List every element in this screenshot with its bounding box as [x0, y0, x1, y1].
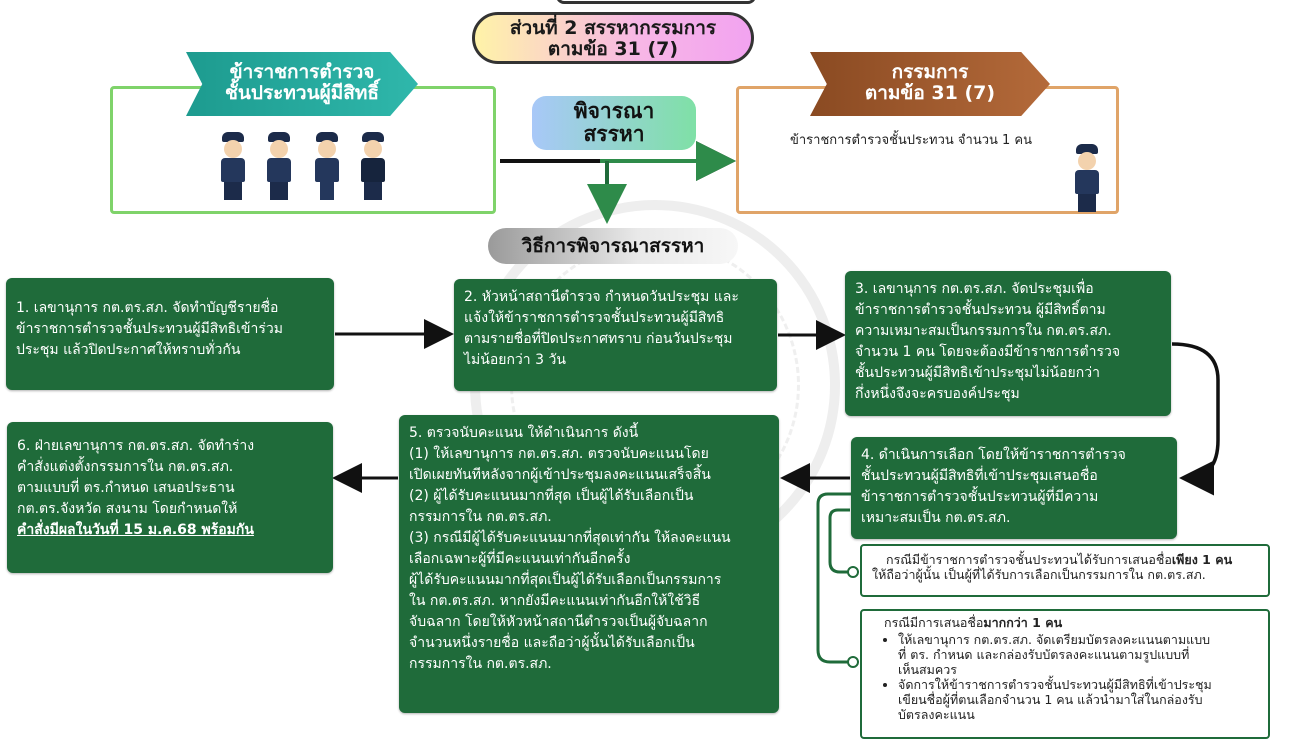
- case2-bullet1-line: ที่ ตร. กำหนด และกล่องรับบัตรลงคะแนนตามร…: [898, 647, 1190, 662]
- step-4-line: ชั้นประทวนผู้มีสิทธิที่เข้าประชุมเสนอชื่…: [861, 468, 1098, 484]
- step-6-box: 6. ฝ่ายเลขานุการ กต.ตร.สภ. จัดทำร่าง คำส…: [7, 422, 333, 573]
- step-5-line: กรรมการใน กต.ตร.สภ.: [409, 656, 552, 672]
- step-2-line: แจ้งให้ข้าราชการตำรวจชั้นประทวนผู้มีสิทธ…: [464, 310, 725, 326]
- case-bracket-outer: [816, 492, 862, 664]
- case2-bullets: ให้เลขานุการ กต.ตร.สภ. จัดเตรียมบัตรลงคะ…: [884, 632, 1262, 722]
- connector-lines: [332, 141, 1220, 668]
- section-title-line1: ส่วนที่ 2 สรรหากรรมการ: [509, 17, 717, 39]
- eligible-banner-line2: ชั้นประทวนผู้มีสิทธิ์: [225, 82, 379, 104]
- step-6-line: คำสั่งแต่งตั้งกรรมการใน กต.ตร.สภ.: [17, 459, 234, 475]
- case2-bullet1-line: เห็นสมควร: [898, 662, 958, 677]
- committee-banner-line1: กรรมการ: [891, 61, 969, 83]
- step-5-line: 5. ตรวจนับคะแนน ให้ดำเนินการ ดังนี้: [409, 425, 639, 441]
- step-3-box: 3. เลขานุการ กต.ตร.สภ. จัดประชุมเพื่อ ข้…: [845, 271, 1171, 416]
- step-1-line: 1. เลขานุการ กต.ตร.สภ. จัดทำบัญชีรายชื่อ: [16, 300, 279, 316]
- step-5-line: (2) ผู้ได้รับคะแนนมากที่สุด เป็นผู้ได้รั…: [409, 488, 694, 504]
- police-officer-standing-icon: [358, 124, 388, 200]
- step-5-line: กรรมการใน กต.ตร.สภ.: [409, 509, 552, 525]
- section-title: ส่วนที่ 2 สรรหากรรมการ ตามข้อ 31 (7): [472, 12, 754, 64]
- step-3-line: 3. เลขานุการ กต.ตร.สภ. จัดประชุมเพื่อ: [855, 281, 1094, 297]
- step-5-line: เลือกเฉพาะผู้ที่มีคะแนนเท่ากันอีกครั้ง: [409, 551, 631, 567]
- case-multiple-nominees: กรณีมีการเสนอชื่อมากกว่า 1 คน ให้เลขานุก…: [860, 609, 1270, 739]
- step-5-line: เปิดเผยทันทีหลังจากผู้เข้าประชุมลงคะแนนเ…: [409, 467, 711, 483]
- committee-banner: กรรมการ ตามข้อ 31 (7): [810, 52, 1050, 116]
- step-6-line: กต.ตร.จังหวัด สงนาม โดยกำหนดให้: [17, 501, 238, 517]
- case2-prefix: กรณีมีการเสนอชื่อ: [884, 615, 984, 630]
- step-5-line: ผู้ได้รับคะแนนมากที่สุดเป็นผู้ได้รับเลือ…: [409, 572, 722, 588]
- arrow-step3-step4: [1171, 342, 1220, 496]
- case2-bold: มากกว่า 1 คน: [983, 615, 1063, 630]
- police-officer-salute-icon: [264, 124, 294, 200]
- step-5-line: (1) ให้เลขานุการ กต.ตร.สภ. ตรวจนับคะแนนโ…: [409, 446, 709, 462]
- consider-line2: สรรหา: [583, 122, 645, 146]
- step-3-line: ชั้นประทวนผู้มีสิทธิเข้าประชุมไม่น้อยกว่…: [855, 365, 1100, 381]
- method-label: วิธีการพิจารณาสรรหา: [488, 228, 738, 264]
- case2-bullet: ให้เลขานุการ กต.ตร.สภ. จัดเตรียมบัตรลงคะ…: [898, 632, 1262, 677]
- case2-bullet2-line: จัดการให้ข้าราชการตำรวจชั้นประทวนผู้มีสิ…: [898, 677, 1212, 692]
- step-3-line: ข้าราชการตำรวจชั้นประทวน ผู้มีสิทธิ์ตาม: [855, 302, 1106, 318]
- eligible-officers-banner: ข้าราชการตำรวจ ชั้นประทวนผู้มีสิทธิ์: [186, 52, 418, 116]
- committee-description: ข้าราชการตำรวจชั้นประทวน จำนวน 1 คน: [790, 133, 1033, 148]
- step-4-line: ข้าราชการตำรวจชั้นประทวนผู้ที่มีความ: [861, 489, 1099, 505]
- step-4-line: 4. ดำเนินการเลือก โดยให้ข้าราชการตำรวจ: [861, 447, 1126, 463]
- step-6-effective-date: คำสั่งมีผลในวันที่ 15 ม.ค.68 พร้อมกัน: [17, 522, 254, 538]
- section-title-line2: ตามข้อ 31 (7): [547, 38, 679, 60]
- title-top-ribbon: [556, 0, 756, 4]
- case2-bullet1-line: ให้เลขานุการ กต.ตร.สภ. จัดเตรียมบัตรลงคะ…: [898, 632, 1211, 647]
- step-3-line: ความเหมาะสมเป็นกรรมการใน กต.ตร.สภ.: [855, 323, 1112, 339]
- step-2-line: ไม่น้อยกว่า 3 วัน: [464, 352, 566, 368]
- policewoman-icon: [312, 124, 342, 200]
- step-6-line: 6. ฝ่ายเลขานุการ กต.ตร.สภ. จัดทำร่าง: [17, 438, 255, 454]
- police-officer-single-icon: [1072, 136, 1102, 212]
- case1-prefix: กรณีมีข้าราชการตำรวจชั้นประทวนได้รับการเ…: [886, 552, 1172, 567]
- case2-bullet: จัดการให้ข้าราชการตำรวจชั้นประทวนผู้มีสิ…: [898, 677, 1262, 722]
- step-1-box: 1. เลขานุการ กต.ตร.สภ. จัดทำบัญชีรายชื่อ…: [6, 278, 334, 390]
- police-officer-icon: [218, 124, 248, 200]
- committee-banner-line2: ตามข้อ 31 (7): [864, 82, 996, 104]
- case2-bullet2-line: บัตรลงคะแนน: [898, 707, 975, 722]
- step-5-line: (3) กรณีมีผู้ได้รับคะแนนมากที่สุดเท่ากัน…: [409, 530, 731, 546]
- step-5-box: 5. ตรวจนับคะแนน ให้ดำเนินการ ดังนี้ (1) …: [399, 415, 779, 713]
- step-1-line: ข้าราชการตำรวจชั้นประทวนผู้มีสิทธิเข้าร่…: [16, 321, 283, 337]
- step-5-line: จำนวนหนึ่งรายชื่อ และถือว่าผู้นั้นได้รับ…: [409, 635, 695, 651]
- eligible-banner-line1: ข้าราชการตำรวจ: [229, 61, 375, 83]
- step-3-line: กึ่งหนึ่งจึงจะครบองค์ประชุม: [855, 386, 1020, 402]
- step-2-box: 2. หัวหน้าสถานีตำรวจ กำหนดวันประชุม และ …: [454, 279, 777, 391]
- step-2-line: ตามรายชื่อที่ปิดประกาศทราบ ก่อนวันประชุม: [464, 331, 733, 347]
- case2-bullet2-line: เขียนชื่อผู้ที่ตนเลือกจำนวน 1 คน แล้วนำม…: [898, 692, 1203, 707]
- consider-line1: พิจารณา: [573, 99, 655, 123]
- case-single-nominee: กรณีมีข้าราชการตำรวจชั้นประทวนได้รับการเ…: [860, 544, 1270, 597]
- step-1-line: ประชุม แล้วปิดประกาศให้ทราบทั่วกัน: [16, 342, 241, 358]
- case1-line2: ให้ถือว่าผู้นั้น เป็นผู้ที่ได้รับการเลือ…: [872, 567, 1206, 582]
- step-4-box: 4. ดำเนินการเลือก โดยให้ข้าราชการตำรวจ ช…: [851, 437, 1177, 539]
- step-5-line: จับฉลาก โดยให้หัวหน้าสถานีตำรวจเป็นผู้จั…: [409, 614, 708, 630]
- step-3-line: จำนวน 1 คน โดยจะต้องมีข้าราชการตำรวจ: [855, 344, 1121, 360]
- case-bracket-inner: [828, 508, 852, 574]
- step-5-line: ใน กต.ตร.สภ. หากยังมีคะแนนเท่ากันอีกให้ใ…: [409, 593, 701, 609]
- step-2-line: 2. หัวหน้าสถานีตำรวจ กำหนดวันประชุม และ: [464, 289, 739, 305]
- step-6-line: ตามแบบที่ ตร.กำหนด เสนอประธาน: [17, 480, 235, 496]
- step-4-line: เหมาะสมเป็น กต.ตร.สภ.: [861, 510, 1011, 526]
- case1-bold: เพียง 1 คน: [1171, 552, 1233, 567]
- consider-recruit-label: พิจารณา สรรหา: [532, 96, 696, 150]
